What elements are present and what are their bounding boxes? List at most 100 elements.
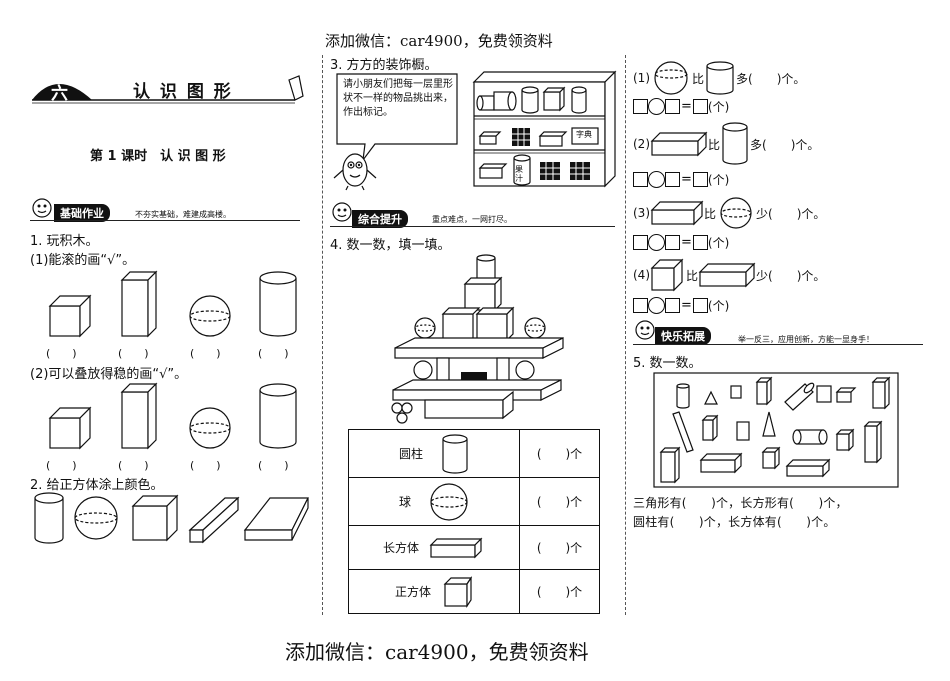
answer-box[interactable] [692, 298, 708, 313]
section-motto-fun: 举一反三，应用创新，方能一显身手！ [738, 335, 874, 344]
compare-1-prefix: (1) [633, 71, 650, 85]
answer-box[interactable] [665, 99, 680, 114]
rubik-cube-item [540, 162, 560, 180]
speech-bubble-shape [336, 73, 458, 163]
q2-shapes [34, 492, 309, 544]
table-row: 长方体 ( )个 [348, 525, 600, 570]
cube-shape [48, 406, 92, 450]
sphere-icon [720, 197, 752, 229]
q4-row-blank[interactable]: ( )个 [519, 569, 600, 614]
sphere-icon [430, 482, 468, 521]
cuboid-shape [120, 382, 158, 450]
q1-part1: (1)能滚的画“√”。 [30, 253, 136, 268]
cuboid-shape [701, 414, 719, 442]
cylinder-shape [792, 429, 828, 445]
cuboid-shape [659, 446, 681, 484]
q1-shapes-row2 [48, 382, 297, 450]
cylinder-shape [676, 383, 690, 409]
cube-shape [131, 494, 179, 542]
q1-p1-blank-1[interactable]: ( ) [46, 347, 77, 360]
answer-box[interactable] [692, 172, 708, 187]
cylinder-shape [259, 271, 297, 337]
equation-1: =(个) [633, 98, 729, 115]
cuboid-shape [863, 420, 883, 464]
rectangle-shape [730, 385, 742, 399]
q4-row-blank[interactable]: ( )个 [519, 477, 600, 526]
rubik-cube-item [570, 162, 590, 180]
compare-3-suffix: 少( )个。 [756, 206, 826, 221]
answer-box[interactable] [633, 99, 648, 114]
compare-4-mid: 比 [686, 268, 699, 283]
equals-sign: = [681, 172, 692, 187]
cylinder-shape [259, 383, 297, 449]
compare-1-suffix: 多( )个。 [736, 71, 806, 86]
q2-title: 2. 给正方体涂上颜色。 [30, 478, 164, 493]
cube-shape [48, 294, 92, 338]
q5-answer-line-1[interactable]: 三角形有( )个，长方形有( )个， [633, 496, 848, 510]
operator-circle[interactable] [648, 98, 665, 115]
q1-p2-blank-3[interactable]: ( ) [190, 459, 221, 472]
q1-p1-blank-3[interactable]: ( ) [190, 347, 221, 360]
compare-4: (4) 比 少( )个。 [633, 258, 825, 292]
compare-4-prefix: (4) [633, 268, 650, 282]
answer-box[interactable] [665, 235, 680, 250]
mascot-icon [332, 202, 352, 222]
answer-box[interactable] [692, 99, 708, 114]
cuboid-shape [785, 458, 831, 478]
answer-box[interactable] [633, 298, 648, 313]
section-line-fun [633, 344, 923, 345]
cylinder-item [521, 86, 539, 114]
compare-1-mid: 比 [692, 71, 705, 86]
operator-circle[interactable] [648, 171, 665, 188]
answer-box[interactable] [665, 298, 680, 313]
q1-p2-blank-4[interactable]: ( ) [258, 459, 289, 472]
cylinder-icon [722, 122, 748, 165]
compare-2-prefix: (2) [633, 137, 650, 151]
q5-title: 5. 数一数。 [633, 356, 702, 371]
cuboid-item [538, 131, 568, 147]
section-tag-fun: 快乐拓展 [655, 327, 711, 345]
compare-3-prefix: (3) [633, 206, 650, 220]
rectangle-shape [736, 421, 750, 441]
equation-4: =(个) [633, 297, 729, 314]
sphere-shape [189, 407, 231, 449]
sphere-shape [189, 295, 231, 337]
q5-answer-line-2[interactable]: 圆柱有( )个，长方体有( )个。 [633, 515, 836, 529]
q4-count-table: 圆柱 ( )个 球 ( )个 长方体 [348, 429, 600, 614]
cylinder-item [571, 86, 587, 114]
unit-badge-shape [32, 84, 92, 100]
operator-circle[interactable] [648, 234, 665, 251]
cylinder-icon [706, 61, 734, 95]
q1-p2-blank-2[interactable]: ( ) [118, 459, 149, 472]
q1-part2: (2)可以叠放得稳的画“√”。 [30, 367, 188, 382]
q1-p1-blank-2[interactable]: ( ) [118, 347, 149, 360]
unit-header [27, 72, 307, 104]
cuboid-icon [429, 537, 483, 558]
operator-circle[interactable] [648, 297, 665, 314]
unit-title: 认 识 图 形 [133, 82, 233, 102]
cylinder-item [476, 95, 495, 111]
table-row: 球 ( )个 [348, 477, 600, 526]
answer-box[interactable] [633, 172, 648, 187]
rubik-cube-item [512, 128, 530, 146]
unit-number: 六 [51, 84, 68, 104]
section-line-combined [330, 226, 615, 227]
answer-box[interactable] [665, 172, 680, 187]
unit-label: (个) [707, 299, 730, 313]
bottom-watermark: 添加微信：car4900，免费领资料 [285, 640, 589, 664]
q1-p2-blank-1[interactable]: ( ) [46, 459, 77, 472]
q4-row-blank[interactable]: ( )个 [519, 429, 600, 478]
equation-3: =(个) [633, 234, 729, 251]
cylinder-item [493, 91, 517, 111]
cuboid-icon [650, 200, 704, 226]
cuboid-shape [761, 446, 781, 470]
cylinder-shape [34, 492, 64, 544]
compare-2: (2) 比 多( )个。 [633, 122, 819, 166]
q1-p1-blank-4[interactable]: ( ) [258, 347, 289, 360]
q4-row-blank[interactable]: ( )个 [519, 525, 600, 570]
section-tag-basic: 基础作业 [54, 204, 110, 222]
answer-box[interactable] [692, 235, 708, 250]
answer-box[interactable] [633, 235, 648, 250]
equals-sign: = [681, 235, 692, 250]
section-motto-combined: 重点难点，一网打尽。 [432, 215, 512, 224]
